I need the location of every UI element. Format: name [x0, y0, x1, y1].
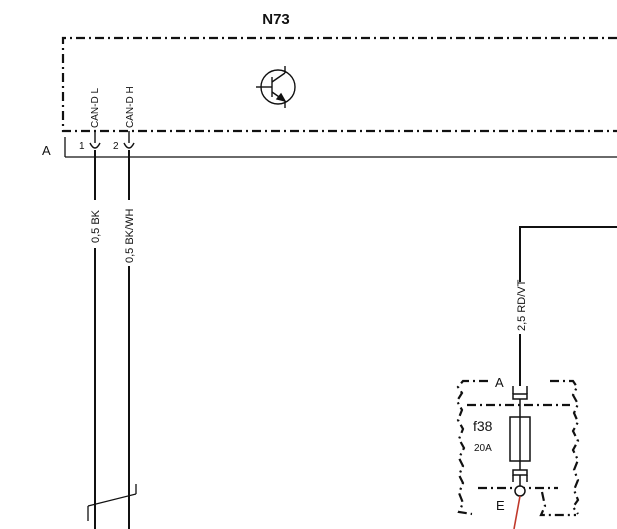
wire-label-bk: 0,5 BK [90, 209, 102, 243]
fuse-top-terminal [512, 386, 528, 417]
connector-a-label: A [42, 143, 51, 158]
fuse-f38 [509, 416, 531, 462]
red-output-wire [513, 495, 521, 529]
twisted-pair-marker [87, 484, 137, 521]
connector-a-line [64, 137, 617, 158]
fuse-bottom-terminal [512, 461, 528, 497]
fuse-rating: 20A [474, 443, 492, 454]
transistor-icon [256, 66, 296, 108]
pin-1-number: 1 [79, 141, 85, 152]
wire-label-bg-1 [88, 200, 102, 248]
pin-1-socket [89, 131, 101, 149]
pin-2-number: 2 [113, 141, 119, 152]
wire-label-bg-2 [122, 200, 136, 266]
fuse-box-connector-a: A [495, 375, 504, 390]
power-wire [519, 226, 617, 386]
fuse-id: f38 [473, 418, 493, 434]
module-title: N73 [262, 11, 290, 28]
pin-2-signal: CAN-D H [125, 86, 136, 128]
wire-label-rdvt: 2,5 RD/VT [516, 279, 528, 331]
wire-label-bkwh: 0,5 BK/WH [124, 209, 136, 263]
module-boundary [61, 36, 617, 133]
pin-1-signal: CAN-D L [90, 88, 101, 128]
fuse-box-connector-e: E [496, 498, 505, 513]
pin-2-socket [123, 131, 135, 149]
